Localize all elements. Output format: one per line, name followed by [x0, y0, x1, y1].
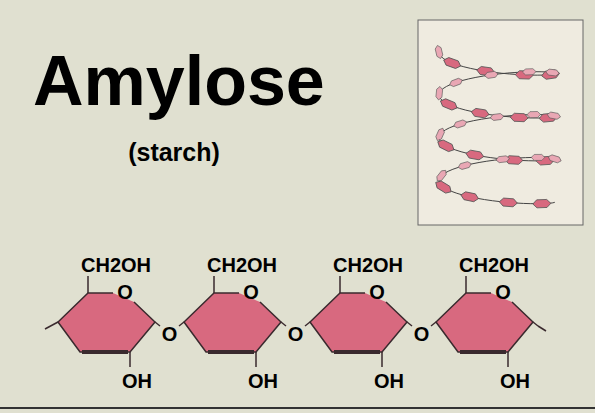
helix-unit	[496, 155, 510, 162]
oh-label: OH	[500, 371, 530, 391]
helix-unit	[442, 56, 462, 70]
helix-unit	[533, 199, 551, 208]
helix-unit	[547, 111, 561, 119]
helix-unit	[484, 71, 498, 79]
ring-oxygen: O	[243, 282, 259, 302]
helix-unit	[490, 113, 504, 121]
oh-label: OH	[122, 371, 152, 391]
helix-inset	[418, 20, 583, 225]
ring-outline	[58, 293, 155, 352]
ring-oxygen: O	[369, 282, 385, 302]
oh-label: OH	[248, 371, 278, 391]
helix-drawing	[434, 45, 562, 208]
helix-unit	[439, 97, 459, 111]
ring-oxygen: O	[495, 282, 511, 302]
ch2oh-label: CH2OH	[207, 255, 277, 275]
ch2oh-bond	[87, 276, 89, 293]
glycosidic-bond	[407, 322, 412, 326]
helix-unit	[449, 77, 464, 87]
glycosidic-bond	[533, 322, 538, 326]
ring-front-edge	[334, 350, 380, 354]
glucose-ring	[436, 293, 533, 352]
ch2oh-label: CH2OH	[333, 255, 403, 275]
helix-unit	[499, 198, 518, 207]
helix-unit	[471, 108, 490, 119]
ring-front-edge	[208, 350, 254, 354]
chain-end	[538, 326, 546, 331]
helix-unit	[436, 86, 443, 100]
helix-unit	[457, 161, 472, 170]
oh-bond	[129, 352, 131, 367]
glycosidic-bond	[305, 322, 310, 326]
helix-unit	[434, 179, 454, 195]
ring-oxygen: O	[117, 282, 133, 302]
helix-unit	[545, 69, 559, 77]
bottom-rule	[0, 407, 595, 409]
helix-backbone	[439, 52, 555, 204]
helix-unit	[522, 69, 536, 75]
ring-outline	[184, 293, 281, 352]
glycosidic-bond	[155, 322, 160, 326]
helix-unit	[510, 113, 528, 122]
ring-outline	[310, 293, 407, 352]
chain-end	[45, 322, 58, 329]
link-oxygen: O	[162, 324, 178, 344]
helix-unit	[435, 127, 446, 142]
ch2oh-bond	[339, 276, 341, 293]
ch2oh-label: CH2OH	[81, 255, 151, 275]
helix-unit	[531, 154, 545, 160]
oh-bond	[507, 352, 509, 367]
helix-unit	[436, 138, 456, 153]
glucose-ring	[58, 293, 155, 352]
ring-front-edge	[460, 350, 506, 354]
helix-unit	[435, 168, 448, 182]
helix-unit	[541, 69, 560, 79]
oh-label: OH	[374, 371, 404, 391]
glycosidic-bond	[281, 322, 286, 326]
link-oxygen: O	[288, 324, 304, 344]
helix-unit	[453, 119, 468, 129]
ch2oh-bond	[213, 276, 215, 293]
ring-front-edge	[82, 350, 128, 354]
glycosidic-bond	[431, 322, 436, 326]
glucose-chain	[45, 276, 546, 367]
link-oxygen: O	[414, 324, 430, 344]
helix-unit	[527, 111, 541, 117]
subtitle: (starch)	[128, 140, 220, 165]
ch2oh-label: CH2OH	[459, 255, 529, 275]
glucose-ring	[310, 293, 407, 352]
glucose-ring	[184, 293, 281, 352]
helix-unit	[435, 45, 444, 60]
title: Amylose	[33, 46, 325, 116]
ch2oh-bond	[465, 276, 467, 293]
oh-bond	[381, 352, 383, 367]
glycosidic-bond	[179, 322, 184, 326]
helix-unit	[460, 191, 479, 202]
ring-outline	[436, 293, 533, 352]
helix-unit	[465, 149, 484, 160]
oh-bond	[255, 352, 257, 367]
helix-unit	[547, 154, 562, 164]
